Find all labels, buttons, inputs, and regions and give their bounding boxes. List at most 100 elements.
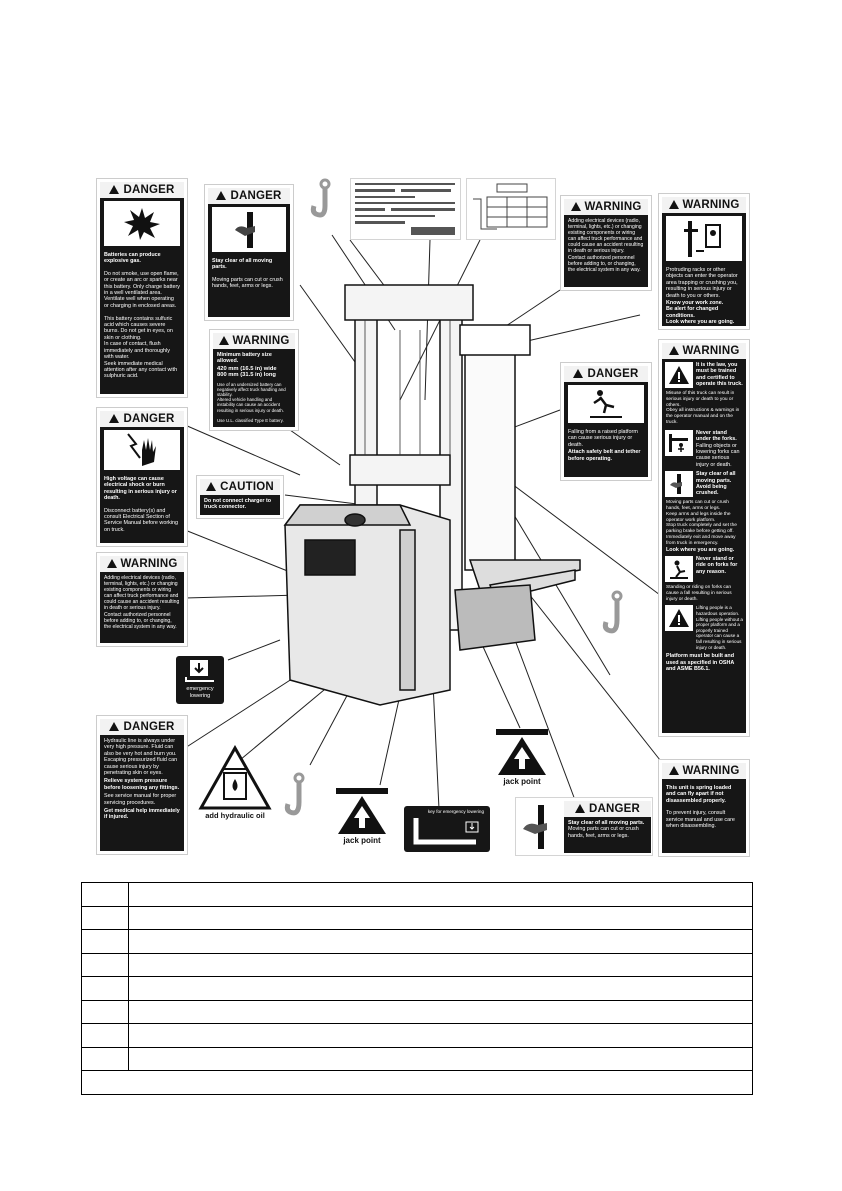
label-bold: Know your work zone. Be alert for change… [666, 300, 735, 326]
label-bold: Attach safety belt and tether before ope… [568, 449, 641, 462]
danger-label-explosive-gas: DANGER Batteries can produce explosive g… [96, 178, 188, 398]
legend-number [81, 882, 129, 907]
emergency-lowering-decal: emergency lowering [176, 656, 224, 704]
crush-hand-icon [519, 801, 561, 853]
legend-text [128, 929, 753, 954]
jack-point-text: jack point [343, 836, 381, 845]
legend-number [81, 905, 129, 930]
jack-point-icon [336, 788, 388, 834]
label-body: Adding electrical devices (radio, termin… [568, 218, 644, 273]
explosion-icon [104, 201, 180, 246]
capacity-plate [466, 178, 556, 240]
label-body: Moving parts can cut or crush hands, fee… [568, 826, 639, 839]
legend-footer [81, 1070, 753, 1095]
label-headline: Minimum battery size allowed. [217, 352, 272, 365]
warning-triangle-icon [668, 346, 679, 355]
hook-icon [284, 772, 314, 822]
legend-text [128, 976, 753, 1001]
truck-illustration [184, 234, 661, 831]
warning-triangle-icon [668, 200, 679, 209]
danger-label-moving-parts-bottom: DANGER Stay clear of all moving parts. M… [515, 797, 653, 856]
label-signal-word: DANGER [564, 366, 648, 382]
table-row [81, 1023, 753, 1048]
label-headline: Stay clear of all moving parts. [568, 820, 645, 826]
label-signal-word: WARNING [564, 199, 648, 215]
section-5-bold: Platform must be built and used as speci… [666, 653, 735, 672]
jack-point-decal-right: jack point [494, 727, 550, 789]
label-signal-word: WARNING [213, 333, 295, 349]
section-3-title: Stay clear of all moving parts. Avoid be… [696, 471, 736, 497]
table-row [81, 999, 753, 1024]
table-row [81, 1046, 753, 1071]
emergency-key-text: key for emergency lowering [427, 809, 484, 814]
warning-triangle-icon [206, 482, 217, 491]
legend-number [81, 1046, 129, 1071]
danger-label-fall: DANGER Falling from a raised platform ca… [560, 362, 652, 481]
label-headline: Do not connect charger to truck connecto… [204, 498, 272, 511]
legend-text [128, 1046, 753, 1071]
jack-point-text: jack point [503, 777, 541, 786]
section-2-title: Never stand under the forks. [696, 429, 737, 443]
jack-point-decal-left: jack point [334, 786, 390, 848]
warning-label-electrical-left: WARNING Adding electrical devices (radio… [96, 552, 188, 647]
hook-icon [602, 590, 632, 640]
warning-triangle-icon [109, 414, 120, 423]
section-4-body: Standing or riding on forks can cause a … [666, 585, 732, 602]
table-row [81, 905, 753, 930]
legend-number [81, 929, 129, 954]
label-bold-2: Get medical help immediately if injured. [104, 808, 180, 821]
label-signal-word: DANGER [100, 411, 184, 427]
legend-table [81, 882, 753, 1095]
legend-number [81, 999, 129, 1024]
crush-hand-icon [212, 207, 286, 252]
emergency-lowering-text: emergency lowering [186, 686, 214, 699]
crush-hand-icon [665, 471, 693, 498]
legend-text [128, 952, 753, 977]
danger-label-moving-parts: DANGER Stay clear of all moving parts. M… [204, 184, 294, 321]
rack-crush-icon [666, 216, 742, 261]
label-signal-word: DANGER [100, 719, 184, 735]
label-body: Adding electrical devices (radio, termin… [104, 575, 180, 630]
legend-text [128, 1023, 753, 1048]
warning-label-electrical-top: WARNING Adding electrical devices (radio… [560, 195, 652, 291]
data-plate [350, 178, 461, 240]
label-signal-word: CAUTION [200, 479, 280, 495]
label-sizes: 420 mm (16.5 in) wide 800 mm (31.5 in) l… [217, 365, 277, 379]
label-bold: This unit is spring loaded and can fly a… [666, 785, 732, 804]
label-body: Do not smoke, use open flame, or create … [104, 270, 181, 380]
legend-number [81, 976, 129, 1001]
label-signal-word: WARNING [662, 763, 746, 779]
label-signal-word: DANGER [100, 182, 184, 198]
hydraulic-oil-text: add hydraulic oil [205, 811, 265, 820]
label-body-1: Hydraulic line is always under very high… [104, 738, 178, 777]
label-headline: Stay clear of all moving parts. [212, 258, 273, 271]
jack-point-icon [496, 729, 548, 775]
legend-text [128, 905, 753, 930]
falling-person-icon [568, 385, 644, 423]
section-1-body: Misuse of this truck can result in serio… [666, 391, 740, 425]
label-signal-word: DANGER [208, 188, 290, 204]
label-headline: High voltage can cause electrical shock … [104, 476, 177, 502]
label-body: Disconnect battery(s) and consult Electr… [104, 507, 179, 533]
section-5-body: Lifting people is a hazardous operation.… [696, 605, 743, 650]
lower-arrow-icon [185, 660, 214, 682]
warning-triangle-icon [216, 191, 227, 200]
label-signal-word: WARNING [662, 197, 746, 213]
legend-text [128, 999, 753, 1024]
warning-label-work-zone: WARNING Protruding racks or other object… [658, 193, 750, 330]
hydraulic-oil-decal: add hydraulic oil [198, 745, 272, 831]
legend-number [81, 1023, 129, 1048]
danger-label-high-voltage: DANGER High voltage can cause electrical… [96, 407, 188, 547]
section-4-title: Never stand or ride on forks for any rea… [696, 556, 738, 575]
section-3-body: Moving parts can cut or crush hands, fee… [666, 500, 737, 546]
table-row [81, 929, 753, 954]
label-body: Moving parts can cut or crush hands, fee… [212, 276, 283, 290]
warning-triangle-icon [573, 369, 584, 378]
warning-triangle-icon [109, 185, 120, 194]
warning-triangle-icon [109, 722, 120, 731]
table-row [81, 952, 753, 977]
table-row [81, 882, 753, 907]
label-body: Use of an undersized battery can negativ… [217, 381, 286, 424]
label-signal-word: WARNING [662, 343, 746, 359]
warning-triangle-icon [665, 362, 693, 388]
